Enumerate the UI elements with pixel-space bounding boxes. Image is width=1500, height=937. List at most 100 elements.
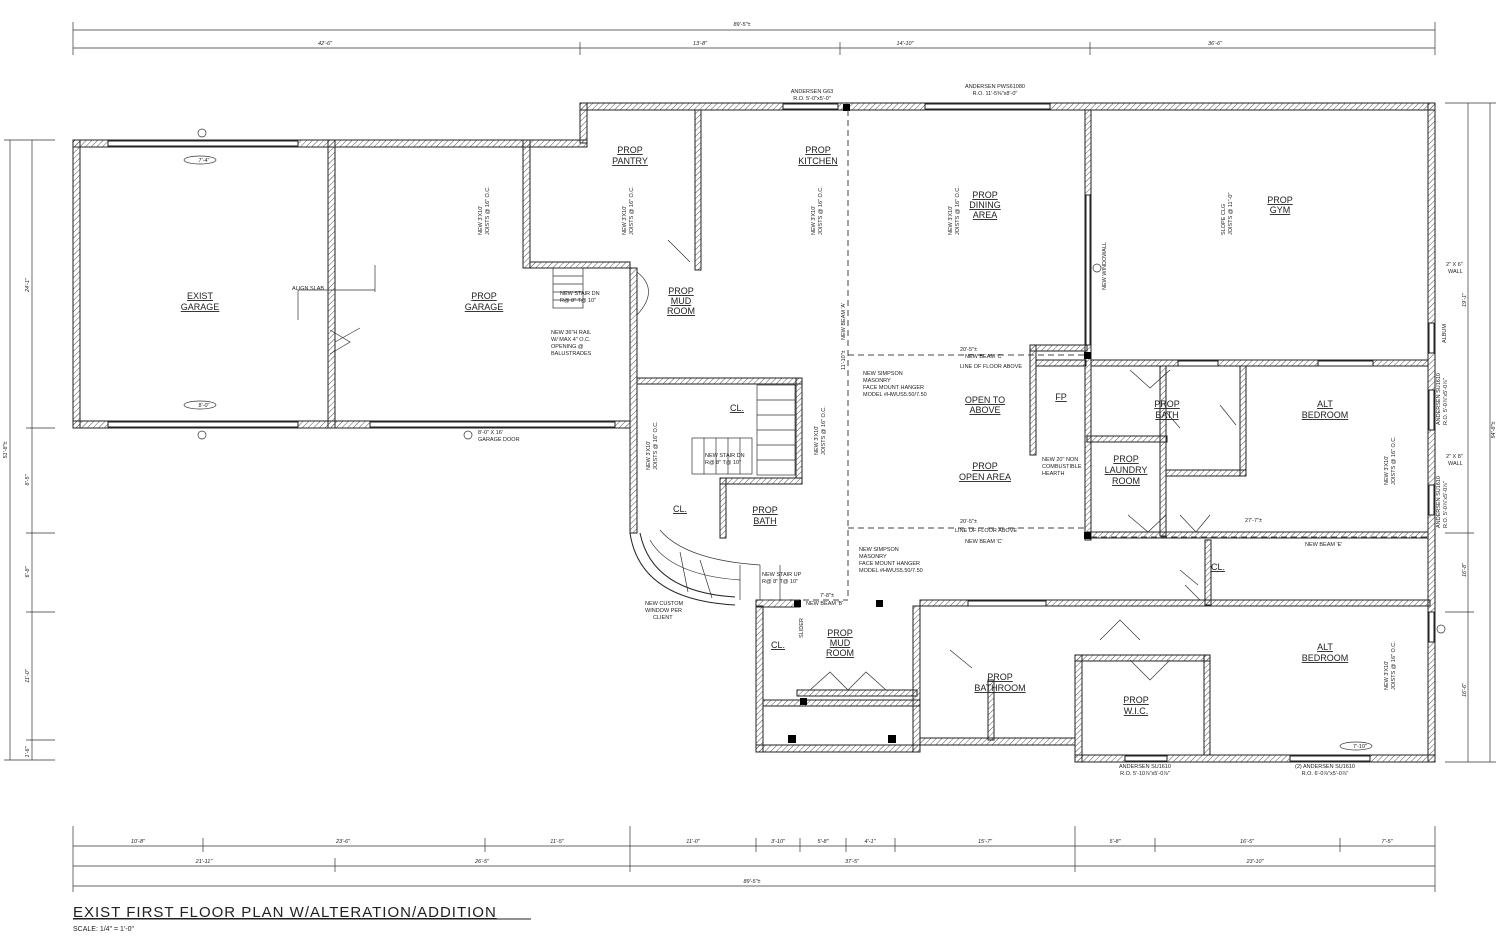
note-clg-dining-1: NEW 3'X10' xyxy=(948,206,954,235)
note-simpson1-4: MODEL #HWUS5.50/7.50 xyxy=(863,392,927,398)
dim-bottom-row2-3: 37'-5" xyxy=(845,859,860,865)
note-clg-pantry-2: JOISTS @ 16" O.C. xyxy=(629,186,635,235)
note-andersen-bottom2-1: (2) ANDERSEN SU1610 xyxy=(1295,764,1355,770)
structural-columns xyxy=(788,104,1091,743)
note-clg-dining-2: JOISTS @ 16" O.C. xyxy=(955,186,961,235)
dim-top-3: 14'-10" xyxy=(896,41,914,47)
room-mud-lower-3: ROOM xyxy=(826,648,854,658)
room-wic-2: W.I.C. xyxy=(1124,706,1149,716)
room-pantry-1: PROP xyxy=(617,145,643,155)
note-clg-gym-2: JOISTS @ 11"-0" xyxy=(1228,193,1234,235)
note-clg-lower-1: NEW 3'X10' xyxy=(814,426,820,455)
dim-bottom-overall: 89'-5"± xyxy=(743,879,760,885)
room-alt-bedroom2-2: BEDROOM xyxy=(1302,653,1349,663)
note-hearth-1: NEW 20" NON xyxy=(1042,457,1078,463)
dim-bottom-11: 7'-5" xyxy=(1382,839,1394,845)
dim-bottom-row2-1: 21'-11" xyxy=(195,859,214,865)
note-rail-4: BALUSTRADES xyxy=(551,351,592,357)
room-dining-2: DINING xyxy=(969,200,1001,210)
note-hearth-2: COMBUSTIBLE xyxy=(1042,464,1082,470)
note-dim-int-3: 27'-7"± xyxy=(1245,518,1262,524)
note-stair-dn-1a: NEW STAIR DN xyxy=(560,291,600,297)
note-window-tag-3: 7'-10" xyxy=(1353,744,1367,750)
room-dining-3: AREA xyxy=(973,210,998,220)
room-open-area-1: PROP xyxy=(972,461,998,471)
dim-right-2: 16'-8" xyxy=(1462,562,1468,577)
note-garage-door-1: 8'-0" X 16' xyxy=(478,430,503,436)
note-simpson2-3: FACE MOUNT HANGER xyxy=(859,561,920,567)
grid-markers xyxy=(183,128,1446,751)
dim-bottom-5: 3'-10" xyxy=(771,839,786,845)
room-alt-bedroom1-2: BEDROOM xyxy=(1302,410,1349,420)
note-andersen-bottom2-2: R.O. 6'-0⅞"x5'-0⅞" xyxy=(1302,771,1349,777)
note-simpson2-1: NEW SIMPSON xyxy=(859,547,899,553)
note-beam-e: NEW BEAM 'E' xyxy=(1305,542,1342,548)
note-clg-pantry-1: NEW 3'X10' xyxy=(622,206,628,235)
note-stair-dn-2b: R@ 8" T@ 10" xyxy=(705,460,741,466)
note-floor-above-1: LINE OF FLOOR ABOVE xyxy=(960,364,1022,370)
note-clg-bed2-2: JOISTS @ 16" O.C. xyxy=(1391,641,1397,690)
note-clg-gym-1: SLOPE CLG xyxy=(1221,204,1227,235)
note-beam-c-top: NEW BEAM 'C' xyxy=(965,354,1003,360)
note-clg-stair-1: NEW 3'X10' xyxy=(646,441,652,470)
room-gym-2: GYM xyxy=(1270,205,1291,215)
room-pantry-2: PANTRY xyxy=(612,156,648,166)
note-dim-int-4: 7'-8"± xyxy=(820,593,834,599)
note-simpson1-3: FACE MOUNT HANGER xyxy=(863,385,924,391)
note-andersen-top1-2: R.O. 5'-0"x5'-0" xyxy=(793,96,831,102)
room-mud-upper-2: MUD xyxy=(671,296,692,306)
dim-left-5: 1'-6" xyxy=(25,745,31,757)
dim-top-1: 42'-6" xyxy=(318,41,333,47)
room-dining-1: PROP xyxy=(972,190,998,200)
room-laundry-1: PROP xyxy=(1113,454,1139,464)
curved-window-wall xyxy=(629,532,736,606)
room-closet-2: CL. xyxy=(673,504,687,514)
room-alt-bedroom2-1: ALT xyxy=(1317,642,1333,652)
note-beam-b: NEW BEAM 'B' xyxy=(806,601,843,607)
note-custom-window-1: NEW CUSTOM xyxy=(645,601,684,607)
dim-right-1: 19'-1" xyxy=(1462,292,1468,307)
plan-scale: SCALE: 1/4" = 1'-0" xyxy=(73,926,134,933)
left-dimension-lines xyxy=(4,139,55,761)
note-andersen-right2-2: R.O. 5'-0⅞"x5'-0⅞" xyxy=(1443,481,1449,528)
note-wall1-1: 2" X 6" xyxy=(1446,262,1463,268)
room-kitchen-1: PROP xyxy=(805,145,831,155)
room-exist-garage-2: GARAGE xyxy=(181,302,220,312)
note-clg-garage-2: JOISTS @ 16" O.C. xyxy=(485,186,491,235)
right-dimension-lines xyxy=(1445,102,1496,763)
room-laundry-3: ROOM xyxy=(1112,476,1140,486)
note-andersen-right1-2: R.O. 5'-0⅞"x5'-0⅞" xyxy=(1443,378,1449,425)
note-andersen-bottom1-1: ANDERSEN SU1610 xyxy=(1119,764,1171,770)
note-simpson2-2: MASONRY xyxy=(859,554,887,560)
room-closet-3: CL. xyxy=(771,640,785,650)
note-rail-3: OPENING @ xyxy=(551,344,584,350)
annotations: ANDERSEN G63 R.O. 5'-0"x5'-0" ANDERSEN P… xyxy=(199,84,1463,777)
room-exist-garage-1: EXIST xyxy=(187,291,214,301)
note-wall2-1: 2" X 8" xyxy=(1446,454,1463,460)
room-bath-lower-1: PROP xyxy=(752,505,778,515)
top-dimension-lines xyxy=(72,22,1436,55)
note-andersen-right2-1: ANDERSEN SU1610 xyxy=(1436,476,1442,528)
note-rail-2: W/ MAX 4" O.C. xyxy=(551,337,591,343)
doors xyxy=(329,239,1237,691)
dim-top-overall: 89'-5"± xyxy=(733,22,750,28)
note-custom-window-2: WINDOW PER xyxy=(645,608,682,614)
dim-bottom-9: 5'-8" xyxy=(1110,839,1122,845)
room-wic-1: PROP xyxy=(1123,695,1149,705)
note-hearth-3: HEARTH xyxy=(1042,471,1065,477)
room-bath-2: BATH xyxy=(1155,410,1178,420)
note-clg-bed1-2: JOISTS @ 16" O.C. xyxy=(1391,436,1397,485)
note-garage-door-2: GARAGE DOOR xyxy=(478,437,520,443)
note-clg-garage-1: NEW 3'X10' xyxy=(478,206,484,235)
note-andersen-top2-1: ANDERSEN PWS61080 xyxy=(965,84,1025,90)
note-clg-bed2-1: NEW 3'X10' xyxy=(1384,661,1390,690)
room-prop-garage-1: PROP xyxy=(471,291,497,301)
note-andersen-right1-1: ANDERSEN SU1610 xyxy=(1436,373,1442,425)
note-window-wall: NEW WINDOWALL xyxy=(1102,242,1108,290)
dim-bottom-3: 11'-5" xyxy=(550,839,565,845)
note-andersen-top2-2: R.O. 11'-5⅜"x8'-0" xyxy=(973,91,1018,97)
dim-bottom-row2-4: 23'-10" xyxy=(1245,859,1264,865)
dim-left-1: 24'-1" xyxy=(25,277,31,293)
room-prop-garage-2: GARAGE xyxy=(465,302,504,312)
